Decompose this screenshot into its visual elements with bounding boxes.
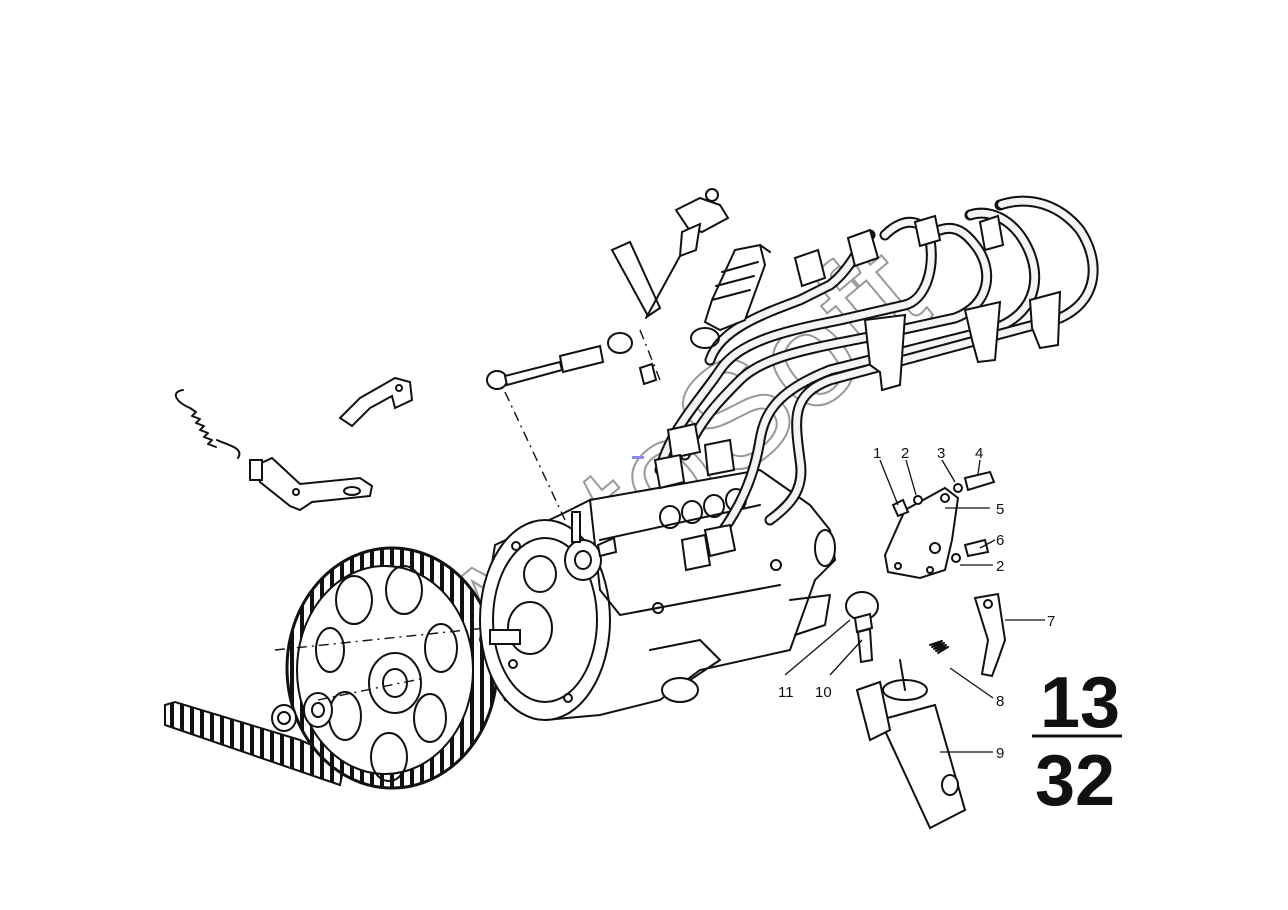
page-reference-bottom: 32 (1035, 741, 1115, 821)
callout-3: 3 (937, 445, 945, 462)
callout-2b: 2 (996, 558, 1004, 575)
callout-9: 9 (996, 745, 1004, 762)
callout-11: 11 (778, 684, 794, 701)
callout-labels: 1 2 3 4 5 6 2 7 8 9 10 11 (778, 445, 1055, 762)
throttle-lever (610, 188, 730, 386)
blue-mark (632, 456, 644, 459)
page-reference-top: 13 (1040, 663, 1120, 743)
callout-7: 7 (1047, 613, 1055, 630)
small-bracket (338, 376, 414, 428)
linkage-rod (486, 332, 633, 521)
gear-washer (303, 692, 333, 728)
gear-axis-line (274, 624, 516, 651)
injection-valve (690, 243, 771, 349)
callout-10: 10 (815, 684, 832, 701)
callout-2a: 2 (901, 445, 909, 462)
page-reference: 13 32 (1032, 663, 1122, 821)
injector-nuts (793, 214, 1005, 288)
lever-bracket (249, 456, 374, 512)
gear-nut (271, 704, 297, 732)
timing-gear (285, 546, 499, 790)
leader-lines (784, 459, 1045, 753)
banjo-fitting (564, 511, 618, 581)
callout-5: 5 (996, 501, 1004, 518)
bracket-plate (883, 486, 960, 580)
pipe-fittings (653, 422, 737, 572)
return-spring (174, 389, 241, 459)
actuator-cylinder (855, 659, 967, 830)
stud-pin (856, 627, 874, 664)
nut-axis-line (317, 677, 426, 701)
pipe-clamps (863, 290, 1062, 392)
callout-4: 4 (975, 445, 983, 462)
callout-6: 6 (996, 532, 1004, 549)
callout-8: 8 (996, 693, 1004, 710)
lever-arm (973, 592, 1007, 678)
ball-joint (845, 591, 879, 634)
compression-spring (929, 640, 949, 654)
callout-1: 1 (873, 445, 881, 462)
small-parts-right (891, 470, 996, 563)
